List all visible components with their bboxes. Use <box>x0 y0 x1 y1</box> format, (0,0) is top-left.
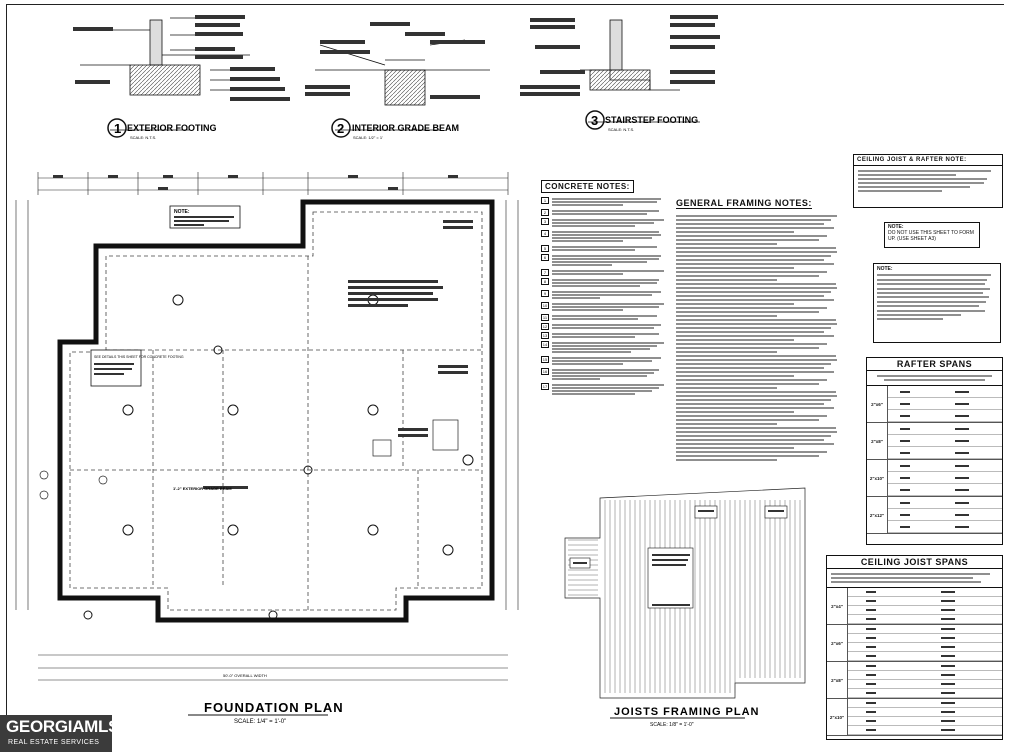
span-size-label: 2"x10" <box>827 699 848 735</box>
concrete-note-number: 7 <box>541 269 549 276</box>
concrete-note-item: 3 <box>541 218 671 228</box>
rafter-spans-table: RAFTER SPANS 2"x6"2"x8"2"x10"2"x12" <box>866 357 1003 545</box>
concrete-note-item: 9 <box>541 290 671 300</box>
span-size-label: 2"x6" <box>867 386 888 422</box>
do-not-use-note-text: DO NOT USE THIS SHEET TO FORM UP. (USE S… <box>888 230 974 242</box>
span-group: 2"x4" <box>827 588 1002 625</box>
general-note-box: NOTE: <box>873 263 1001 343</box>
concrete-note-number: 14 <box>541 341 549 348</box>
foundation-plan-title: FOUNDATION PLAN <box>204 700 344 715</box>
concrete-notes-title: CONCRETE NOTES: <box>541 180 634 193</box>
detail-1-scale: SCALE: N.T.S. <box>130 135 156 140</box>
concrete-note-item: 1 <box>541 197 671 207</box>
concrete-note-number: 10 <box>541 302 549 309</box>
detail-2-number: 2 <box>337 121 344 136</box>
detail-1-title: EXTERIOR FOOTING <box>127 123 217 133</box>
span-group: 2"x10" <box>867 460 1002 497</box>
logo-main-text: GEORGIAMLS <box>6 717 120 736</box>
span-group: 2"x8" <box>827 662 1002 699</box>
foundation-overall-width: 50'-0" OVERALL WIDTH <box>223 673 267 678</box>
concrete-note-number: 9 <box>541 290 549 297</box>
ceiling-rafter-note-box: CEILING JOIST & RAFTER NOTE: <box>853 154 1003 208</box>
concrete-note-number: 12 <box>541 323 549 330</box>
concrete-note-number: 15 <box>541 356 549 363</box>
concrete-note-number: 6 <box>541 254 549 261</box>
general-framing-notes-body <box>676 215 844 461</box>
joists-framing-plan-drawing: JOISTS FRAMING PLAN SCALE: 1/8" = 1'-0" <box>564 487 806 728</box>
concrete-note-number: 13 <box>541 332 549 339</box>
concrete-note-item: 8 <box>541 278 671 288</box>
ceiling-joist-spans-table: CEILING JOIST SPANS 2"x4"2"x6"2"x8"2"x10… <box>826 555 1003 740</box>
general-framing-notes-title: GENERAL FRAMING NOTES: <box>676 198 812 209</box>
span-group: 2"x8" <box>867 423 1002 460</box>
concrete-note-number: 11 <box>541 314 549 321</box>
concrete-note-item: 4 <box>541 230 671 243</box>
detail-3-number: 3 <box>591 113 598 128</box>
concrete-note-item: 6 <box>541 254 671 267</box>
ceiling-joist-spans-rows: 2"x4"2"x6"2"x8"2"x10" <box>827 588 1002 736</box>
concrete-note-item: 5 <box>541 245 671 252</box>
foundation-beam-label: 1'-2" EXTERIOR GRADE BEAM <box>173 486 232 491</box>
concrete-note-item: 15 <box>541 356 671 366</box>
foundation-footing-note: SEE DETAILS THIS SHEET FOR CONCRETE FOOT… <box>94 355 184 359</box>
stairstep-footing-detail: 3 STAIRSTEP FOOTING SCALE: N.T.S. <box>520 15 720 132</box>
general-framing-notes-panel: GENERAL FRAMING NOTES: <box>676 193 844 468</box>
concrete-note-item: 11 <box>541 314 671 321</box>
concrete-note-item: 14 <box>541 341 671 354</box>
concrete-note-item: 17 <box>541 383 671 396</box>
foundation-plan-drawing: NOTE: SEE DETAILS THIS SHEET FOR CONCRET… <box>15 172 519 725</box>
span-group: 2"x12" <box>867 497 1002 534</box>
span-group: 2"x6" <box>827 625 1002 662</box>
span-size-label: 2"x10" <box>867 460 888 496</box>
detail-2-title: INTERIOR GRADE BEAM <box>352 123 459 133</box>
detail-1-number: 1 <box>114 121 121 136</box>
foundation-plan-scale: SCALE: 1/4" = 1'-0" <box>234 719 286 725</box>
concrete-note-number: 2 <box>541 209 549 216</box>
concrete-note-number: 5 <box>541 245 549 252</box>
concrete-note-number: 17 <box>541 383 549 390</box>
general-note-body <box>877 274 997 321</box>
detail-3-title: STAIRSTEP FOOTING <box>605 115 698 125</box>
concrete-note-item: 2 <box>541 209 671 216</box>
sheet-border <box>6 4 1004 746</box>
concrete-note-number: 4 <box>541 230 549 237</box>
concrete-note-number: 16 <box>541 368 549 375</box>
span-group: 2"x10" <box>827 699 1002 736</box>
span-size-label: 2"x6" <box>827 625 848 661</box>
concrete-note-item: 12 <box>541 323 671 330</box>
interior-grade-beam-detail: 2 INTERIOR GRADE BEAM SCALE: 1/2" = 1' <box>305 22 490 140</box>
concrete-note-number: 3 <box>541 218 549 225</box>
general-note-title: NOTE: <box>877 266 893 272</box>
georgia-mls-logo: GEORGIAMLS REAL ESTATE SERVICES <box>0 715 119 752</box>
rafter-spans-title: RAFTER SPANS <box>867 358 1002 371</box>
ceiling-joist-spans-title: CEILING JOIST SPANS <box>827 556 1002 569</box>
exterior-footing-detail: 1 EXTERIOR FOOTING SCALE: N.T.S. <box>73 15 290 140</box>
span-group: 2"x6" <box>867 386 1002 423</box>
span-size-label: 2"x12" <box>867 497 888 533</box>
concrete-note-item: 13 <box>541 332 671 339</box>
do-not-use-note-box: NOTE: DO NOT USE THIS SHEET TO FORM UP. … <box>884 222 980 248</box>
detail-3-scale: SCALE: N.T.S. <box>608 127 634 132</box>
ceiling-rafter-note-title: CEILING JOIST & RAFTER NOTE: <box>854 155 1002 166</box>
concrete-note-item: 16 <box>541 368 671 381</box>
detail-2-scale: SCALE: 1/2" = 1' <box>353 135 383 140</box>
joists-plan-title: JOISTS FRAMING PLAN <box>614 706 760 718</box>
concrete-note-item: 10 <box>541 302 671 312</box>
concrete-note-number: 8 <box>541 278 549 285</box>
do-not-use-note-title: NOTE: <box>888 224 904 230</box>
rafter-spans-rows: 2"x6"2"x8"2"x10"2"x12" <box>867 386 1002 534</box>
logo-sub-text: REAL ESTATE SERVICES <box>8 739 100 746</box>
foundation-note-label: NOTE: <box>174 209 190 215</box>
span-size-label: 2"x8" <box>827 662 848 698</box>
concrete-note-number: 1 <box>541 197 549 204</box>
concrete-note-item: 7 <box>541 269 671 276</box>
span-size-label: 2"x8" <box>867 423 888 459</box>
joists-plan-scale: SCALE: 1/8" = 1'-0" <box>650 722 694 728</box>
span-size-label: 2"x4" <box>827 588 848 624</box>
